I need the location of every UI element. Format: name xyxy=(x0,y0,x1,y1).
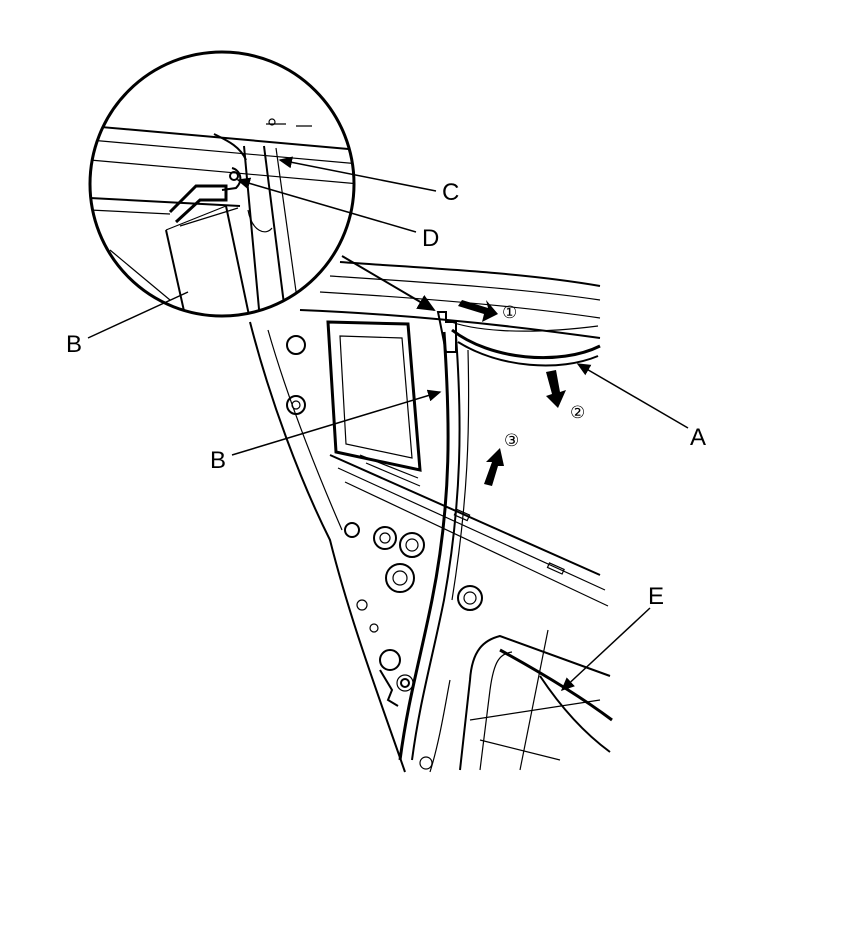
motion-arrows xyxy=(458,300,566,486)
detail-view xyxy=(88,50,356,318)
step-2-label: ② xyxy=(570,403,585,422)
door-frame-illustration xyxy=(249,261,613,773)
callout-a: A xyxy=(690,424,706,451)
leader-b-detail xyxy=(87,291,189,339)
callout-b-detail: B xyxy=(66,331,82,358)
callout-e: E xyxy=(648,583,664,610)
leader-a xyxy=(576,363,689,429)
callout-b-main: B xyxy=(210,447,226,474)
service-holes xyxy=(286,335,483,770)
arrow-1-icon xyxy=(458,300,498,322)
step-1-label: ① xyxy=(502,303,517,322)
arrow-2-icon xyxy=(546,370,566,408)
leader-d xyxy=(236,177,417,233)
leader-e xyxy=(560,607,651,692)
arrow-3-icon xyxy=(484,448,504,486)
detail-pointer-arrow xyxy=(341,255,436,312)
leader-b-main xyxy=(231,389,442,456)
callout-c: C xyxy=(442,179,459,206)
leader-c xyxy=(278,156,437,192)
callout-d: D xyxy=(422,225,439,252)
step-3-label: ③ xyxy=(504,431,519,450)
leader-lines xyxy=(87,156,689,692)
